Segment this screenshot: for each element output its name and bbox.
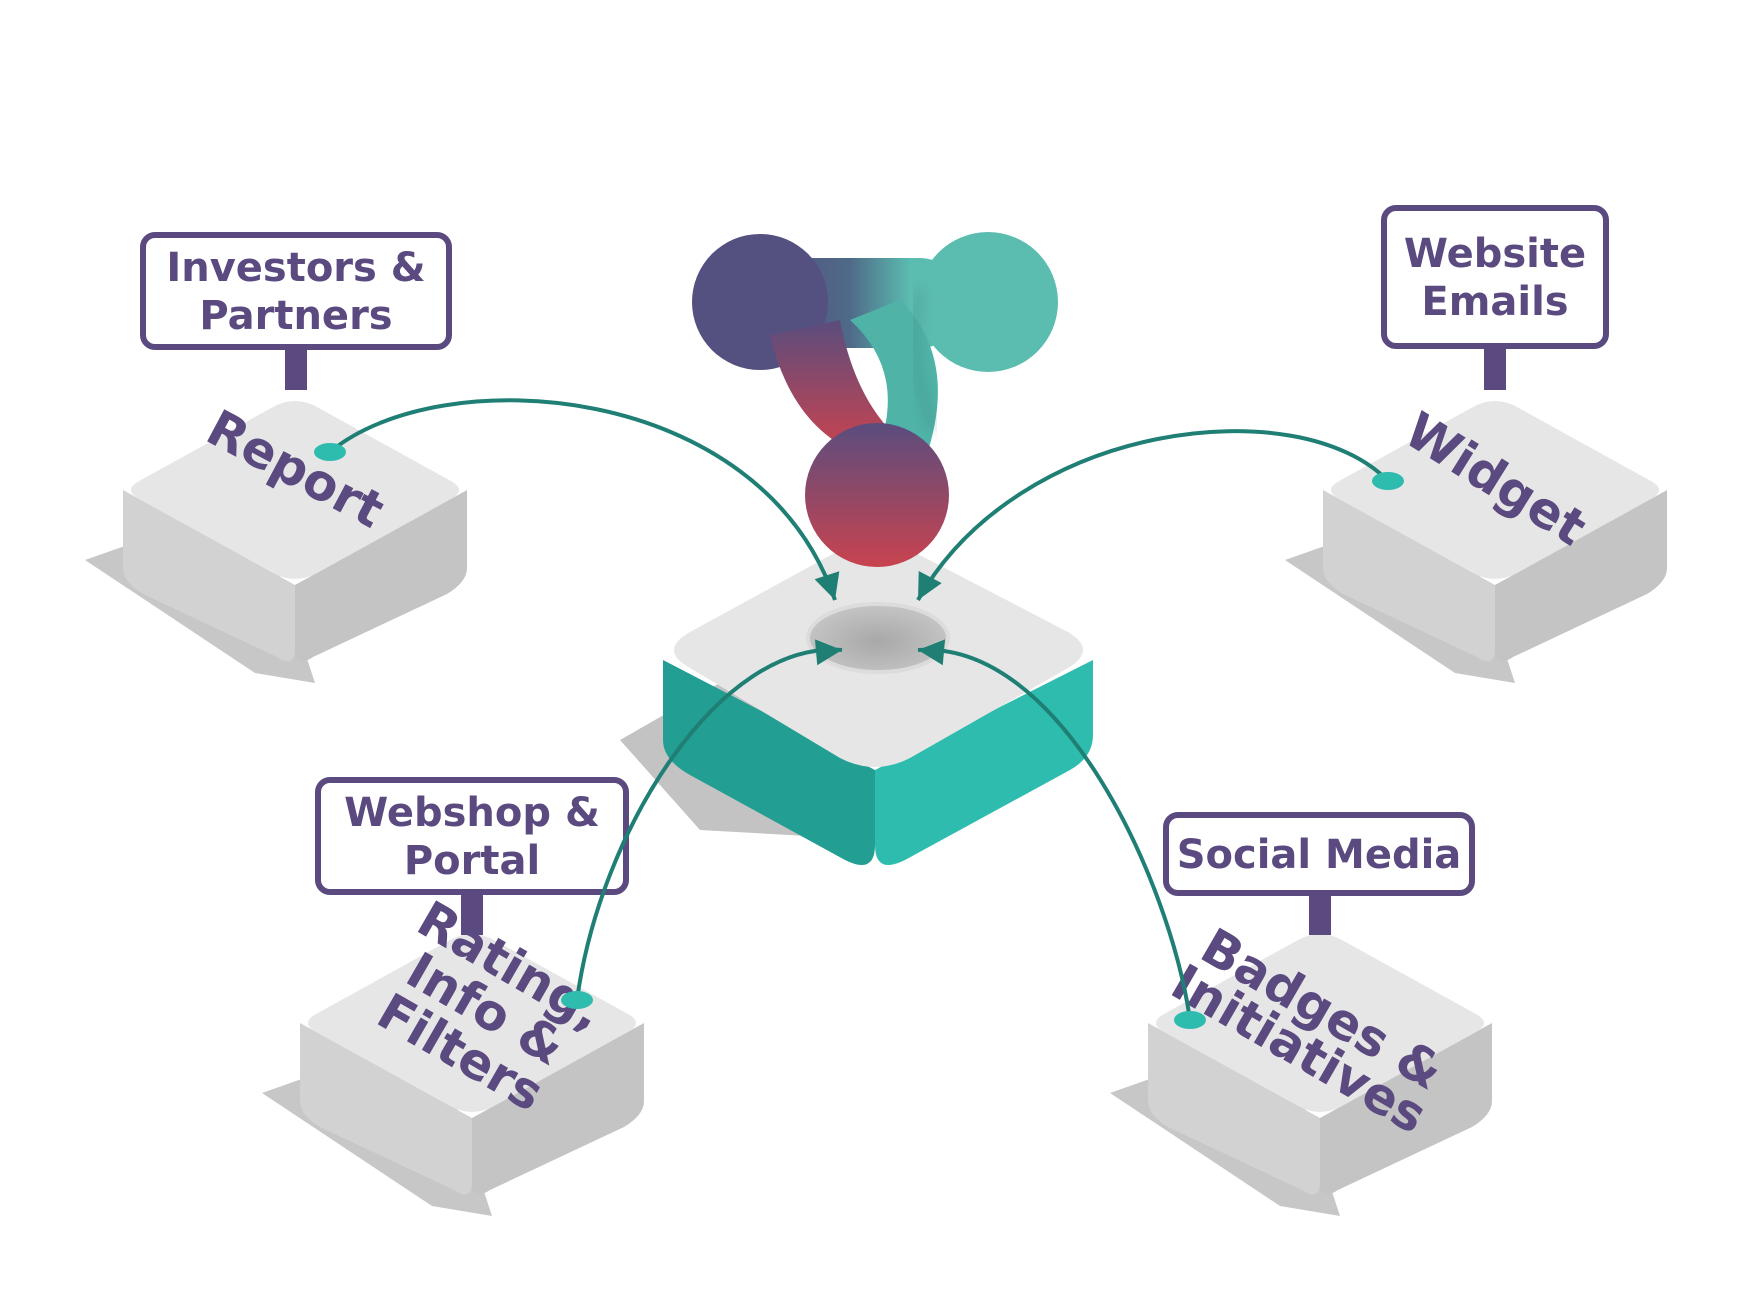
hub-left-face <box>663 660 875 865</box>
arrowhead-icon <box>918 639 946 666</box>
connector-report <box>314 398 840 601</box>
sign-post <box>1309 894 1331 935</box>
connector-dot <box>314 443 346 461</box>
connector-badges <box>917 639 1206 1029</box>
arrowhead-icon <box>918 570 942 600</box>
block-left-face <box>1323 490 1495 662</box>
sign-board-badges <box>1163 812 1475 896</box>
sign-label: Emails <box>1421 279 1568 325</box>
sign-label: Investors & <box>166 245 425 291</box>
sign-label: Webshop & <box>344 790 600 836</box>
block-left-face <box>300 1023 472 1195</box>
block-top-face <box>308 934 636 1112</box>
connector-dot <box>1372 472 1404 490</box>
block-right-face <box>1495 490 1667 662</box>
hub-socket <box>806 602 950 674</box>
logo-circle-teal <box>918 232 1058 372</box>
arrowhead-icon <box>814 571 840 600</box>
sign-label: Partners <box>199 293 392 339</box>
sign-label: Portal <box>404 838 540 884</box>
connector-dot <box>561 991 593 1009</box>
hub-block <box>620 541 1093 865</box>
arrowhead-icon <box>814 639 842 666</box>
logo-circle-red <box>805 423 949 567</box>
sign-post <box>1484 348 1506 390</box>
sign-post <box>285 349 307 390</box>
sign-board-widget <box>1381 205 1609 349</box>
three-circle-logo-icon <box>692 232 1058 567</box>
connector-line <box>916 429 1390 601</box>
connector-line <box>328 398 837 601</box>
sign-label: Website <box>1404 231 1586 277</box>
block-right-face <box>472 1023 644 1195</box>
block-left-face <box>1148 1023 1320 1195</box>
block-top-face <box>1331 401 1659 579</box>
logo-arm-purple <box>770 320 900 450</box>
block-left-face <box>123 490 295 662</box>
sign-label: Social Media <box>1177 832 1462 878</box>
hub-right-face <box>875 660 1093 865</box>
block-top-face <box>1156 934 1484 1112</box>
block-right-face <box>1320 1023 1492 1195</box>
sign-post <box>461 894 483 935</box>
logo-overlap-shade <box>911 289 939 432</box>
connector-line <box>575 647 843 1001</box>
block-right-face <box>295 490 467 662</box>
connector-line <box>917 647 1192 1021</box>
connector-dot <box>1174 1011 1206 1029</box>
block-top-face <box>131 401 459 579</box>
connector-rating <box>561 639 843 1009</box>
connector-widget <box>916 429 1404 601</box>
sign-board-report <box>140 232 452 350</box>
